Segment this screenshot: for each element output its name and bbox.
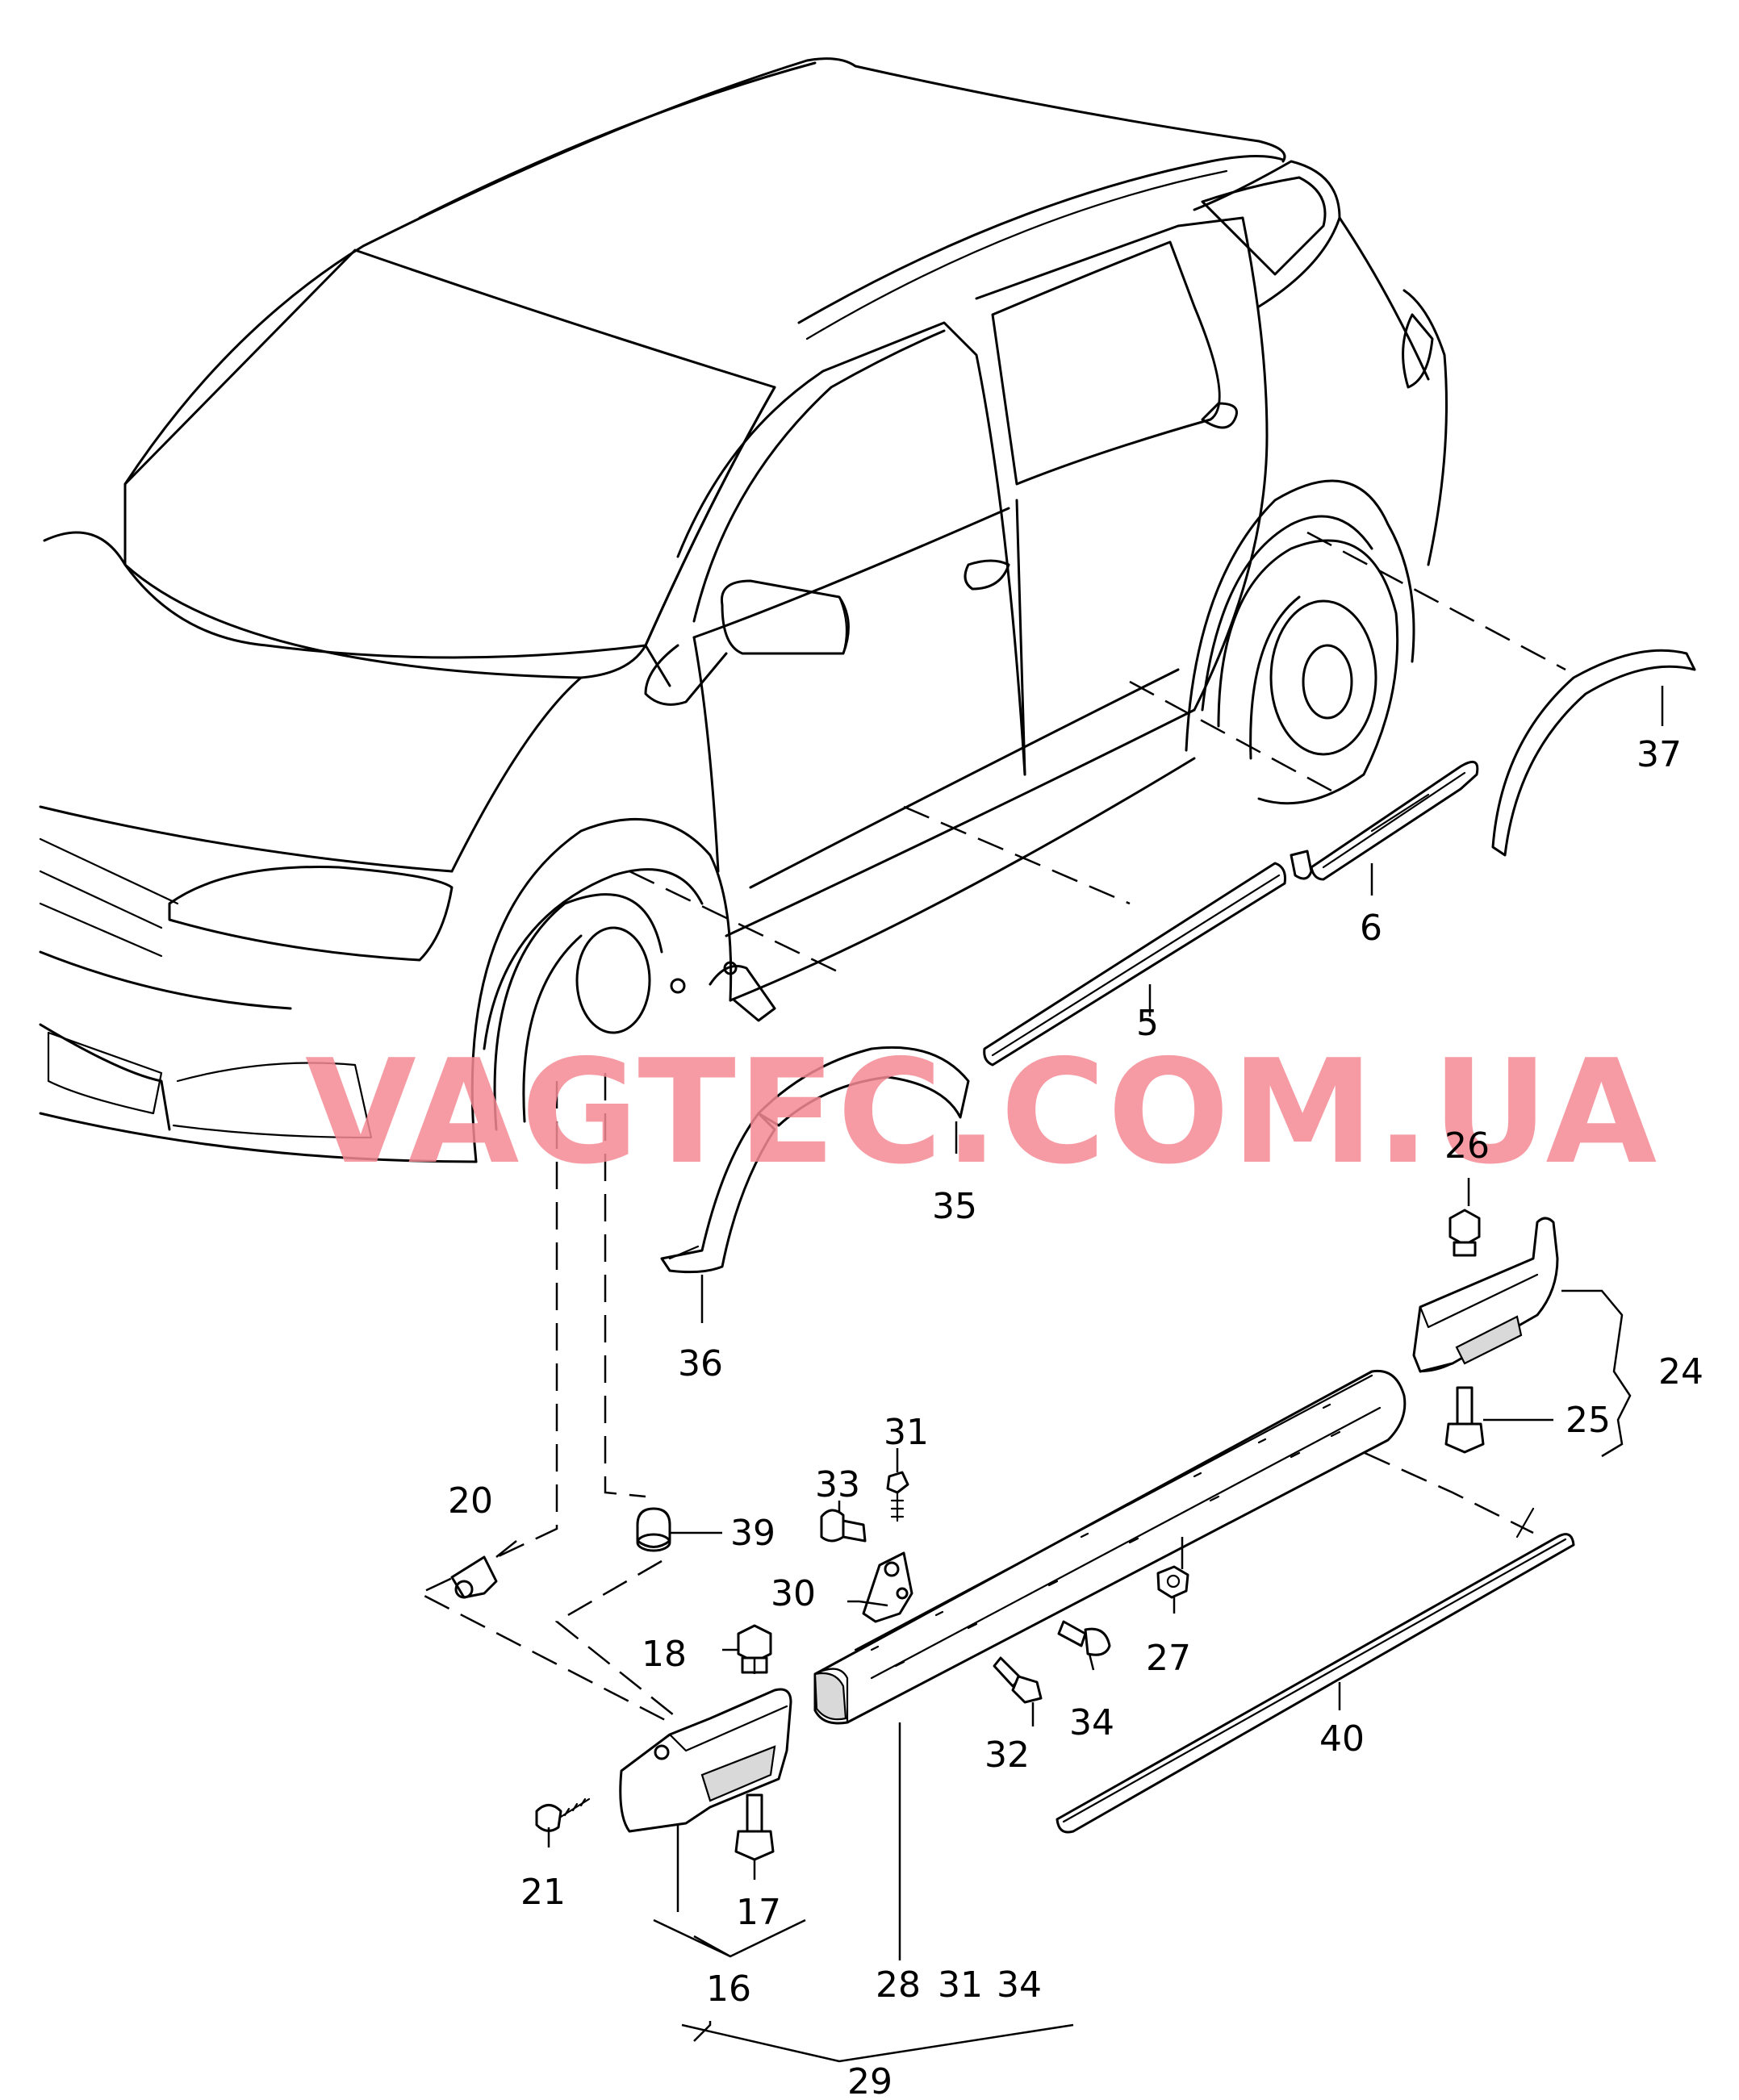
leader-lines [495, 686, 1664, 2063]
door-trim-strip-5 [983, 862, 1286, 1067]
car-body-outline [39, 57, 1448, 1163]
callout-28: 28 [876, 1964, 921, 2006]
callout-31b: 31 [938, 1964, 983, 2006]
callout-17: 17 [736, 1892, 781, 1933]
nut-27 [1156, 1565, 1189, 1599]
callout-34a: 34 [1069, 1702, 1114, 1743]
callout-31a: 31 [884, 1412, 929, 1453]
clip-20 [450, 1555, 498, 1599]
callout-35: 35 [932, 1186, 977, 1227]
front-arch-lower-trim-36 [660, 1112, 776, 1274]
callout-20: 20 [448, 1480, 493, 1522]
grommet-39 [636, 1507, 671, 1552]
callout-18: 18 [642, 1634, 687, 1675]
callout-16: 16 [706, 1968, 751, 2010]
bolt-32 [993, 1656, 1043, 1704]
callout-36: 36 [678, 1343, 723, 1384]
front-wheel-arch-trim-35 [757, 1046, 970, 1127]
arch-mount-bracket [709, 961, 776, 1022]
sill-protective-strip-40 [1056, 1507, 1575, 1834]
callout-40: 40 [1319, 1718, 1365, 1760]
front-sill-end-cap-16 [619, 1688, 792, 1833]
callout-30: 30 [771, 1573, 816, 1614]
bolt-17 [734, 1793, 775, 1861]
callout-21: 21 [520, 1872, 566, 1913]
callout-33: 33 [815, 1464, 860, 1505]
nut-26 [1448, 1209, 1481, 1257]
bracket-30 [862, 1551, 913, 1623]
rivet-33 [820, 1509, 867, 1543]
callout-24: 24 [1658, 1351, 1703, 1392]
watermark-text: VAGTEC.COM.UA [305, 1029, 1658, 1196]
callout-29: 29 [847, 2061, 892, 2100]
rear-door-trim-strip-6 [1290, 760, 1479, 881]
bolt-25 [1444, 1386, 1485, 1454]
callout-26: 26 [1444, 1125, 1490, 1167]
callout-25: 25 [1566, 1400, 1611, 1441]
callout-6: 6 [1360, 908, 1382, 949]
callout-numbers: 5 6 37 35 36 20 39 18 21 17 16 29 28 31 … [448, 734, 1703, 2100]
rear-sill-end-cap-24 [1412, 1217, 1559, 1373]
rear-wheel-arch-trim-37 [1491, 649, 1696, 857]
callout-27: 27 [1146, 1638, 1191, 1679]
side-sill-panel-28 [813, 1369, 1407, 1725]
callout-32: 32 [984, 1735, 1030, 1776]
screw-31 [886, 1471, 909, 1522]
callout-37: 37 [1637, 734, 1682, 775]
callout-39: 39 [730, 1513, 775, 1554]
bolt-34 [1057, 1620, 1111, 1656]
callout-5: 5 [1136, 1003, 1159, 1044]
callout-34b: 34 [997, 1964, 1042, 2006]
screw-21 [535, 1797, 591, 1832]
